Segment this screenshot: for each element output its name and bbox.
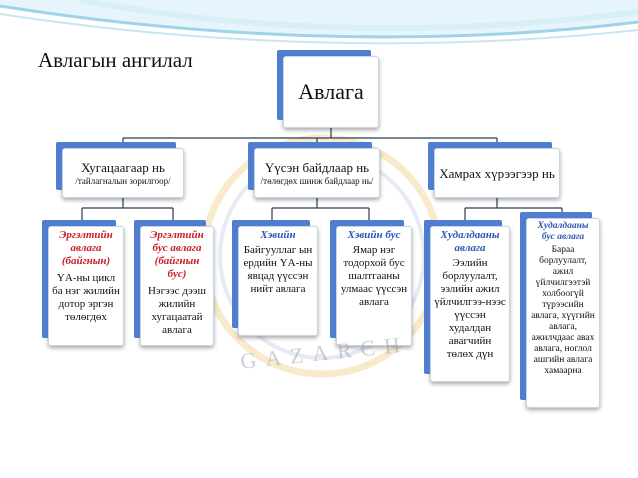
leaf-noncurrent-receivable: Эргэлтийн бус авлага (байгнын бус) Нэгээ… <box>140 226 214 346</box>
category-title: Үүсэн байдлаар нь <box>264 159 370 175</box>
root-node: Авлага <box>283 56 379 128</box>
leaf-heading: Худалдааны авлага <box>440 229 500 254</box>
category-subtitle: /төлөгдөх шинж байдлаар нь/ <box>260 175 374 186</box>
leaf-trade-receivable: Худалдааны авлага Ээлийн борлуулалт, ээл… <box>430 226 510 382</box>
leaf-body: Ямар нэг тодорхой бус шалтгааны улмаас ү… <box>340 244 408 308</box>
leaf-heading: Хэвийн бус <box>347 229 401 241</box>
slide-title: Авлагын ангилал <box>38 48 193 72</box>
leaf-body: Нэгээс дээш жилийн хугацаатай авлага <box>147 285 207 336</box>
leaf-body: Байгууллаг ын ердийн ҮА-ны явцад үүссэн … <box>243 244 313 295</box>
category-term: Хугацаагаар нь /тайлагналын зорилгоор/ <box>62 148 184 198</box>
leaf-normal: Хэвийн Байгууллаг ын ердийн ҮА-ны явцад … <box>238 226 318 336</box>
leaf-abnormal: Хэвийн бус Ямар нэг тодорхой бус шалтгаа… <box>336 226 412 346</box>
category-title: Хугацаагаар нь <box>81 159 165 175</box>
leaf-current-receivable: Эргэлтийн авлага (байгнын) ҮА-ны цикл ба… <box>48 226 124 346</box>
leaf-heading: Хэвийн <box>260 229 296 241</box>
leaf-heading: Эргэлтийн авлага (байгнын) <box>59 229 113 267</box>
category-origin: Үүсэн байдлаар нь /төлөгдөх шинж байдлаа… <box>254 148 380 198</box>
leaf-body: Бараа борлуулалт, ажил үйлчилгээтэй холб… <box>531 245 595 376</box>
leaf-heading: Эргэлтийн бус авлага (байгнын бус) <box>150 229 204 280</box>
leaf-heading: Худалдааны бус авлага <box>537 221 589 242</box>
leaf-body: ҮА-ны цикл ба нэг жилийн дотор эргэн төл… <box>52 272 120 323</box>
category-title: Хамрах хүрээгээр нь <box>439 165 555 181</box>
category-scope: Хамрах хүрээгээр нь <box>434 148 560 198</box>
root-label: Авлага <box>298 79 364 104</box>
leaf-nontrade-receivable: Худалдааны бус авлага Бараа борлуулалт, … <box>526 218 600 408</box>
leaf-body: Ээлийн борлуулалт, ээлийн ажил үйлчилгээ… <box>434 257 506 360</box>
category-subtitle: /тайлагналын зорилгоор/ <box>75 175 171 186</box>
